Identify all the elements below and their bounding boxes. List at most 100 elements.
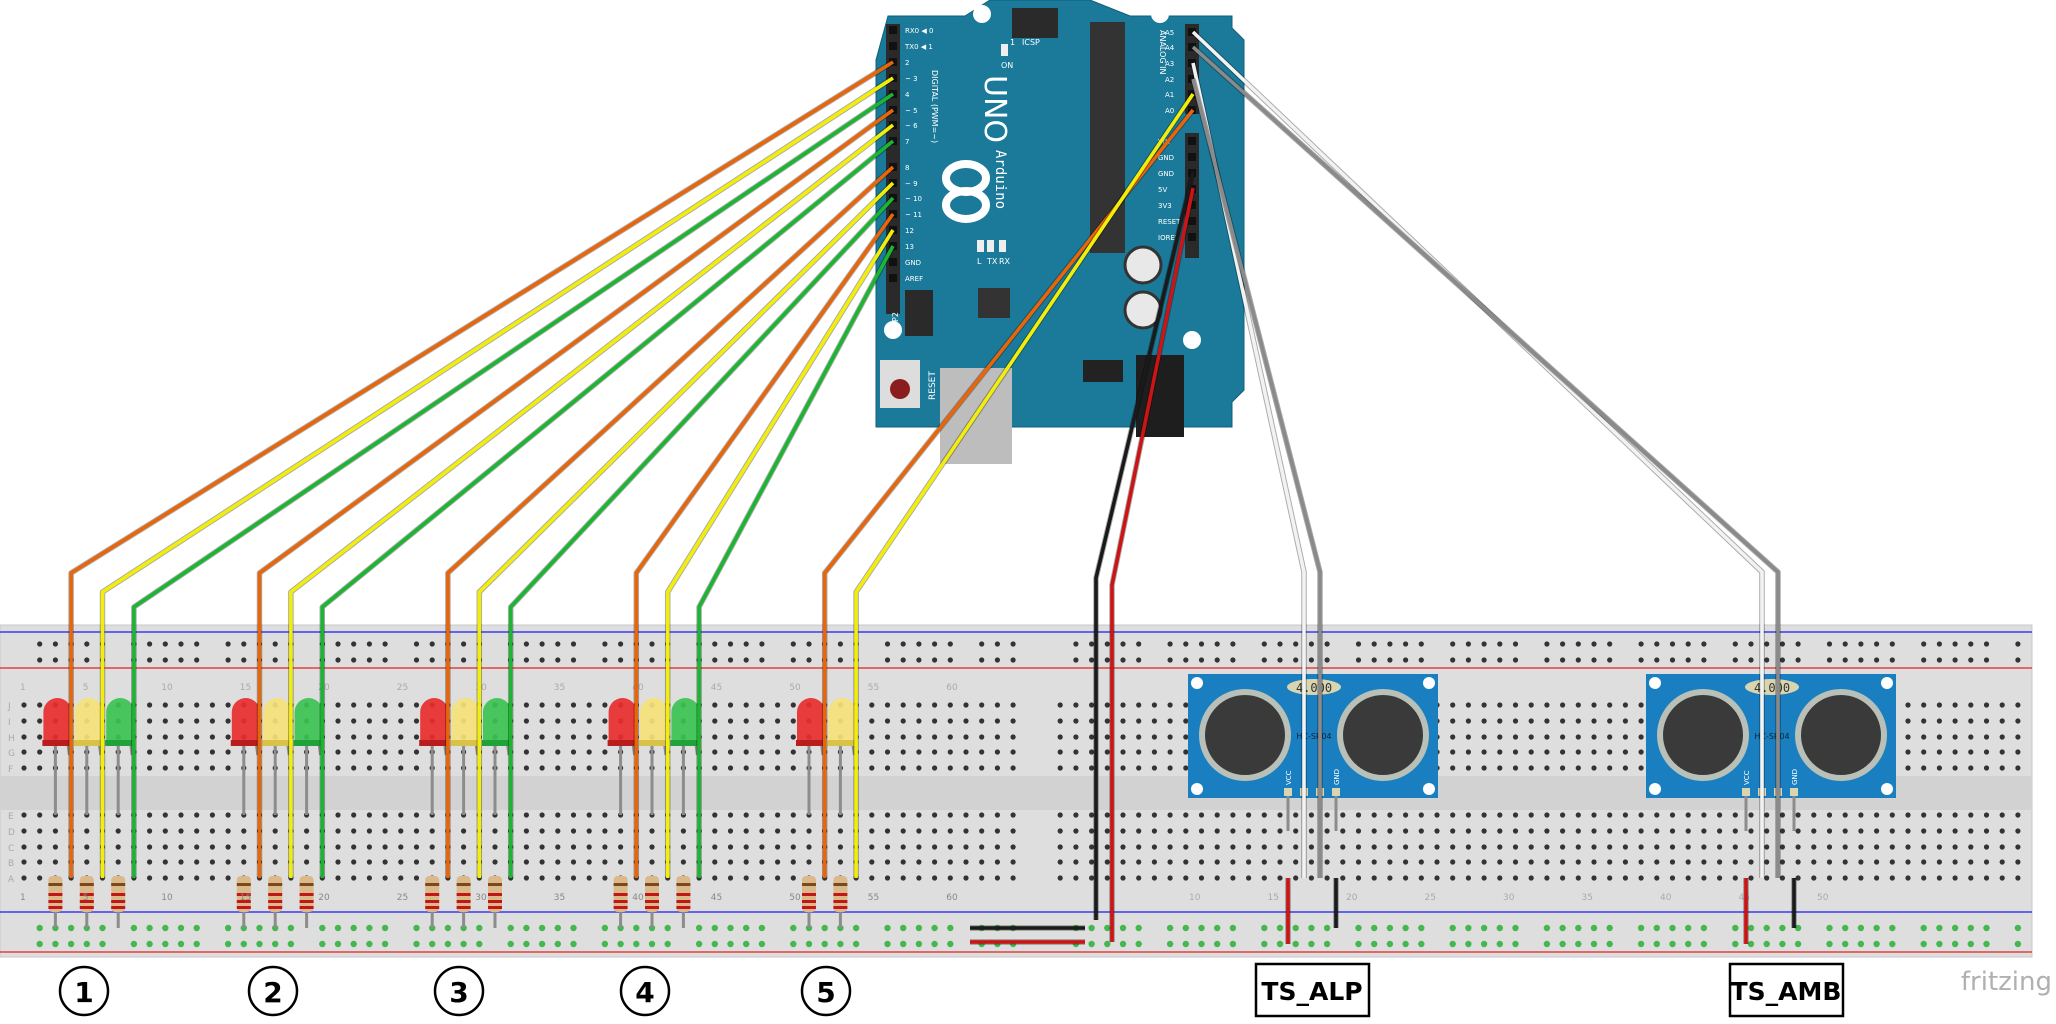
- hole: [1544, 734, 1550, 740]
- hole: [1889, 812, 1895, 818]
- hole: [1183, 749, 1189, 755]
- hole: [1999, 844, 2005, 850]
- resistor-band: [48, 900, 63, 903]
- hole: [115, 859, 121, 865]
- hole: [84, 859, 90, 865]
- breadboard-labels: JIHGFEDCBA115510101515202025253030353540…: [7, 683, 1829, 903]
- led: [263, 698, 292, 744]
- jumper-wire-yellow: [477, 181, 895, 878]
- hole: [1889, 844, 1895, 850]
- hole: [1968, 718, 1974, 724]
- hole: [1779, 828, 1785, 834]
- hole: [398, 702, 404, 708]
- rail-hole: [759, 641, 765, 647]
- rail-hole-connected: [287, 924, 295, 932]
- rail-hole: [555, 641, 561, 647]
- rail-hole: [1842, 641, 1848, 647]
- hole: [649, 859, 655, 865]
- hole: [1544, 765, 1550, 771]
- rail-hole-connected: [476, 940, 483, 948]
- hole: [979, 844, 985, 850]
- reset-label: RESET: [928, 371, 938, 400]
- jumper-wire-gray: [1191, 78, 1322, 878]
- hole: [1685, 844, 1691, 850]
- hole: [1120, 828, 1126, 834]
- rail-hole-connected: [1983, 940, 1990, 948]
- digital-pin: [889, 274, 897, 282]
- analog-pin: [1188, 43, 1196, 51]
- hole: [947, 812, 953, 818]
- rail-hole: [979, 641, 985, 647]
- hole: [586, 828, 592, 834]
- column-number: 10: [1189, 893, 1201, 903]
- hole: [1403, 859, 1409, 865]
- hole: [994, 734, 1001, 740]
- hole: [1512, 718, 1519, 724]
- hole: [2015, 812, 2021, 818]
- rail-hole-connected: [193, 924, 200, 932]
- sensor-label-sensor_alp: TS_ALP: [1261, 977, 1362, 1006]
- resistor-band: [79, 893, 94, 896]
- rail-hole: [382, 641, 388, 647]
- hole: [1167, 844, 1173, 850]
- jumper-wire-orange: [69, 60, 894, 878]
- hole: [1591, 875, 1597, 881]
- hole: [775, 844, 781, 850]
- column-number: 45: [711, 893, 722, 903]
- hole: [1544, 749, 1550, 755]
- resistor-band: [833, 906, 848, 909]
- hole: [178, 734, 184, 740]
- hole: [1214, 859, 1220, 865]
- hole: [900, 844, 906, 850]
- resistor-band: [299, 883, 314, 886]
- hole: [932, 765, 938, 771]
- hole: [523, 765, 530, 771]
- hole: [963, 844, 969, 850]
- hole: [398, 875, 404, 881]
- hole: [979, 734, 985, 740]
- digital-pin-label: GND: [905, 259, 921, 267]
- hole: [1355, 875, 1362, 881]
- hole: [1089, 749, 1095, 755]
- rail-hole-connected: [1637, 924, 1645, 932]
- hole: [932, 812, 938, 818]
- hole: [1277, 812, 1283, 818]
- hole: [366, 718, 372, 724]
- rail-hole: [743, 641, 749, 647]
- hole: [963, 859, 969, 865]
- transducer: [1343, 695, 1423, 775]
- resistor-band: [645, 906, 659, 909]
- resistor-band: [456, 900, 471, 903]
- hole: [1104, 718, 1110, 724]
- rail-hole: [555, 657, 561, 663]
- rail-hole: [1230, 657, 1236, 663]
- hole: [382, 859, 388, 865]
- hole: [272, 859, 278, 865]
- rail-hole-connected: [790, 940, 797, 948]
- hole: [1089, 765, 1095, 771]
- rail-hole-connected: [1747, 940, 1755, 948]
- hole: [932, 859, 938, 865]
- rail-hole: [1198, 641, 1205, 647]
- hole: [1764, 828, 1770, 834]
- hole: [947, 734, 953, 740]
- digital-pin-label: 4: [905, 91, 910, 99]
- hole: [178, 702, 184, 708]
- rail-hole-connected: [1951, 940, 1959, 948]
- hole: [37, 765, 43, 771]
- hole: [1528, 734, 1534, 740]
- rail-hole: [1387, 657, 1393, 663]
- hole: [1638, 859, 1644, 865]
- hole: [147, 812, 153, 818]
- hole: [492, 828, 498, 834]
- hole: [1591, 702, 1597, 708]
- column-number: 25: [397, 683, 408, 693]
- hole: [225, 828, 231, 834]
- hole: [1010, 734, 1016, 740]
- rail-hole-connected: [743, 924, 750, 932]
- hole: [1811, 859, 1817, 865]
- rail-hole: [225, 657, 231, 663]
- hole: [351, 812, 357, 818]
- power-pin-label: 5V: [1158, 186, 1167, 194]
- hole: [194, 844, 200, 850]
